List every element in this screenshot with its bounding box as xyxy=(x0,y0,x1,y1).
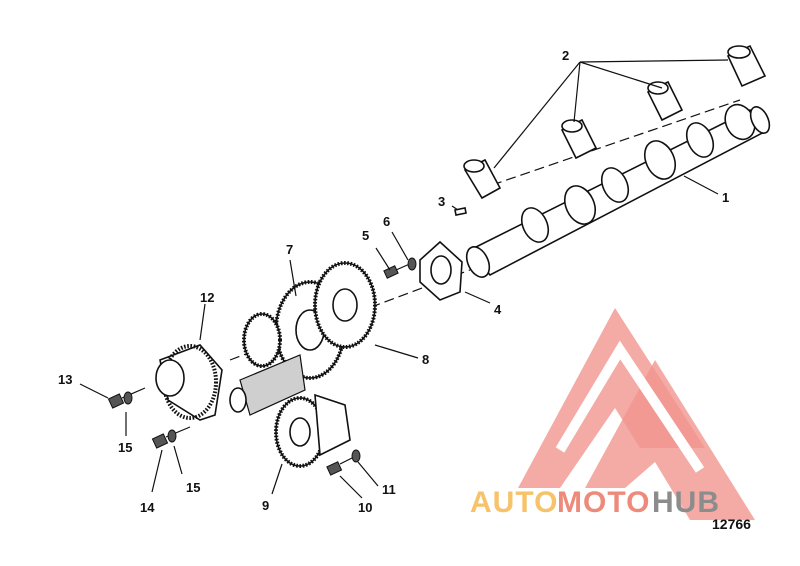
bearing-1 xyxy=(463,158,502,200)
brand-moto: MOTO xyxy=(557,486,650,519)
callout-10: 10 xyxy=(358,500,372,515)
washer-15-upper xyxy=(123,391,133,405)
callout-5: 5 xyxy=(362,228,369,243)
brand-auto: AUTO xyxy=(470,486,558,519)
bearing-4 xyxy=(726,44,767,88)
callout-6: 6 xyxy=(383,214,390,229)
callout-12: 12 xyxy=(200,290,214,305)
figure-number: 12766 xyxy=(712,516,751,532)
watermark-logo xyxy=(518,308,755,520)
callout-11: 11 xyxy=(382,482,396,497)
callout-15-left: 15 xyxy=(118,440,132,455)
brand-hub: HUB xyxy=(652,486,720,519)
washer-11 xyxy=(351,449,361,463)
callout-15-right: 15 xyxy=(186,480,200,495)
thrust-plate xyxy=(419,240,463,301)
callout-7: 7 xyxy=(286,242,293,257)
callout-8: 8 xyxy=(422,352,429,367)
bearing-3 xyxy=(646,80,684,122)
callout-13: 13 xyxy=(58,372,72,387)
callout-1: 1 xyxy=(722,190,729,205)
callout-4: 4 xyxy=(494,302,502,317)
watermark-brand: AUTO MOTO HUB xyxy=(470,486,720,519)
callout-3: 3 xyxy=(438,194,445,209)
camshaft xyxy=(465,103,771,278)
leader-lines xyxy=(79,175,719,499)
intermediate-shaft xyxy=(229,354,306,416)
screw-10 xyxy=(326,455,357,476)
gear-housing-9 xyxy=(314,393,351,457)
cam-bearings xyxy=(463,44,767,200)
callout-9: 9 xyxy=(262,498,269,513)
housing-12 xyxy=(155,344,223,421)
gear-8 xyxy=(313,261,377,349)
washer-6 xyxy=(407,257,417,271)
gear-small xyxy=(242,312,282,368)
callout-14: 14 xyxy=(140,500,155,515)
washer-15-lower xyxy=(167,429,177,443)
bearing-2 xyxy=(560,118,598,160)
callout-labels: 1 2 3 4 5 6 7 8 9 10 11 12 13 14 15 15 xyxy=(58,48,729,515)
callout-2: 2 xyxy=(562,48,569,63)
